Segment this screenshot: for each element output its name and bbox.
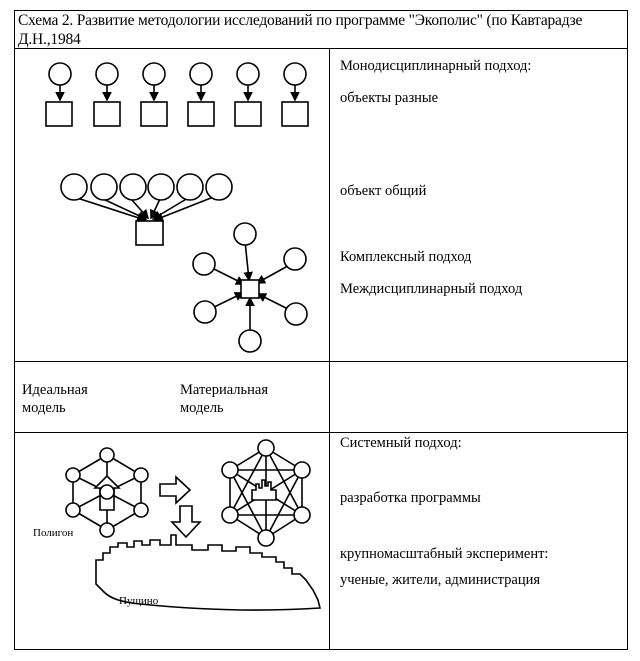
ideal-model-label-1: Идеальная (22, 382, 88, 398)
material-model-label-2: модель (180, 400, 224, 416)
objects-different-label: объекты разные (340, 90, 439, 106)
experiment-label: крупномасштабный эксперимент: (340, 546, 549, 562)
ideal-model-label-2: модель (22, 400, 66, 416)
node-pair (234, 62, 262, 127)
right-arrow-icon (159, 475, 192, 505)
common-object-diagram (60, 173, 233, 246)
row-divider (14, 48, 628, 49)
monodisciplinary-label: Монодисциплинарный подход: (340, 58, 532, 74)
system-approach-label: Системный подход: (340, 435, 462, 451)
interdisciplinary-label: Междисциплинарный подход (340, 281, 523, 297)
node-pair (187, 62, 215, 127)
complex-approach-label: Комплексный подход (340, 249, 472, 265)
table-frame (14, 10, 628, 650)
column-divider (329, 48, 330, 650)
material-model-network (221, 439, 311, 547)
row-divider (14, 361, 628, 362)
material-model-label-1: Материальная (180, 382, 269, 398)
ideal-model-network (65, 447, 149, 538)
diagram-title: Схема 2. Развитие методологии исследован… (18, 12, 583, 48)
node-pair (140, 62, 168, 127)
participants-label: ученые, жители, администрация (340, 572, 541, 588)
node-pair (281, 62, 309, 127)
down-arrow-icon (170, 505, 202, 539)
node-pair (45, 62, 73, 127)
city-outline (95, 534, 322, 611)
object-common-label: объект общий (340, 183, 427, 199)
polygon-label: Полигон (33, 527, 74, 539)
pushchino-label: Пущино (119, 595, 159, 607)
program-label: разработка программы (340, 490, 481, 506)
monodisciplinary-diagram (45, 62, 309, 127)
star-diagram (192, 222, 308, 353)
node-pair (93, 62, 121, 127)
city-icon (251, 479, 277, 501)
row-divider (14, 432, 628, 433)
